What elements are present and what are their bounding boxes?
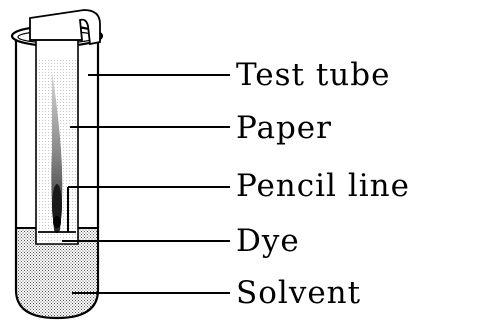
label-pencil-line: Pencil line — [236, 168, 410, 204]
label-solvent: Solvent — [236, 275, 361, 311]
dye-spot-core — [53, 216, 61, 228]
test-tube — [14, 40, 100, 320]
dye-spot — [52, 184, 62, 228]
label-dye: Dye — [236, 223, 300, 259]
paper-fold — [29, 9, 101, 46]
solvent-liquid — [16, 228, 98, 318]
label-paper: Paper — [236, 110, 332, 146]
label-test-tube: Test tube — [236, 57, 390, 93]
